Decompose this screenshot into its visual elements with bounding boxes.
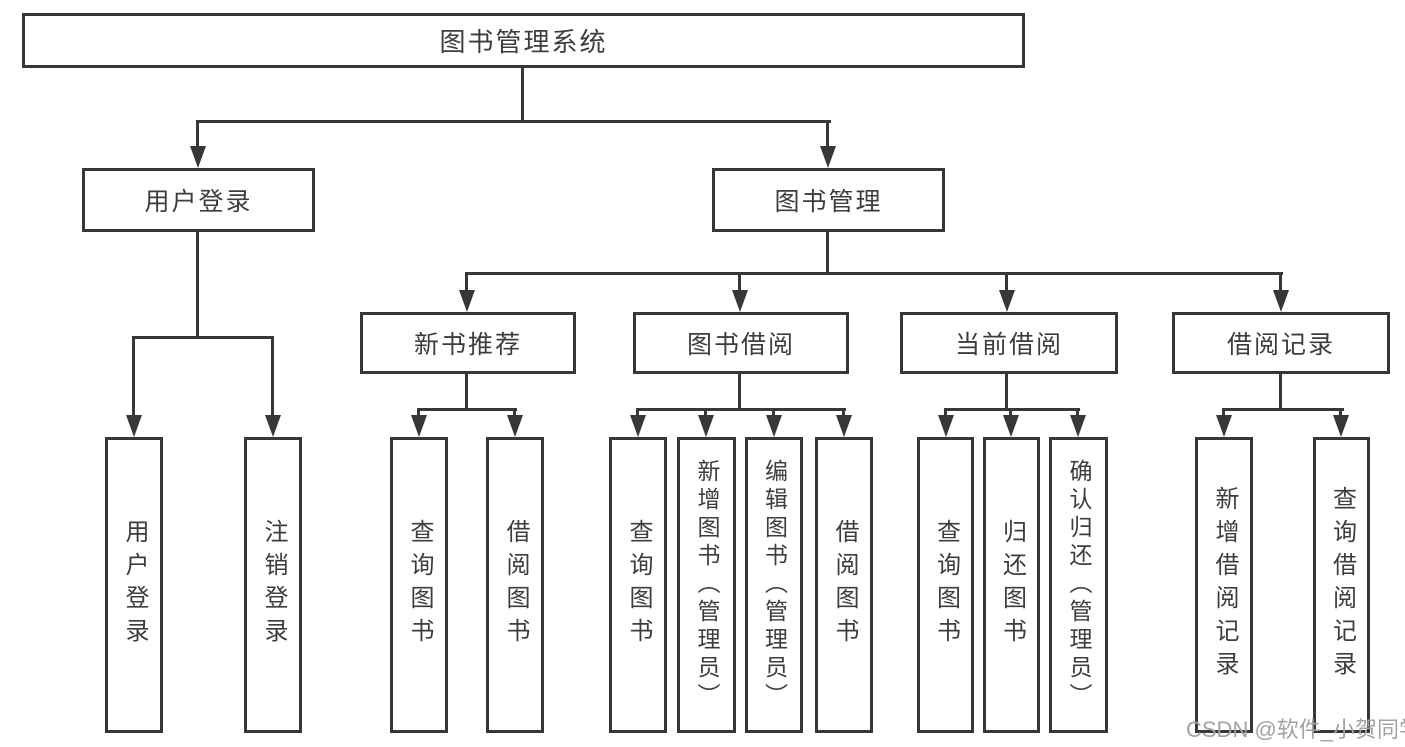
connector-line: [465, 272, 468, 294]
connector-line: [465, 272, 1283, 275]
leaf-query-books-borrowing: 查询图书: [609, 437, 667, 733]
arrow-down-icon: [1273, 290, 1289, 312]
arrow-down-icon: [938, 415, 954, 437]
leaf-label: 查询借阅记录: [1328, 486, 1356, 684]
arrow-down-icon: [1070, 415, 1086, 437]
connector-line: [842, 408, 845, 419]
leaf-query-books-new: 查询图书: [390, 437, 448, 733]
leaf-label: 查询图书: [932, 519, 960, 651]
connector-line: [944, 408, 1080, 411]
connector-line: [271, 336, 274, 419]
connector-line: [132, 336, 135, 419]
leaf-label: 注销登录: [260, 519, 287, 651]
connector-line: [772, 408, 775, 419]
connector-line: [417, 408, 517, 411]
leaf-label: 确认归还（管理员）: [1066, 459, 1092, 711]
leaf-label: 编辑图书（管理员）: [761, 459, 788, 711]
connector-line: [196, 120, 831, 123]
arrow-down-icon: [411, 415, 427, 437]
node-user-login: 用户登录: [82, 168, 315, 232]
arrow-down-icon: [126, 415, 142, 437]
leaf-label: 新增图书（管理员）: [694, 459, 720, 711]
connector-line: [826, 232, 829, 275]
node-new-book-recommendation: 新书推荐: [360, 312, 576, 374]
connector-line: [513, 408, 516, 419]
leaf-label: 借阅图书: [502, 519, 529, 651]
leaf-logout: 注销登录: [244, 437, 302, 733]
node-book-management: 图书管理: [712, 168, 945, 232]
connector-line: [944, 408, 947, 419]
connector-line: [826, 120, 829, 150]
connector-line: [738, 373, 741, 411]
leaf-query-borrow-record: 查询借阅记录: [1313, 437, 1370, 733]
connector-line: [1005, 373, 1008, 411]
connector-line: [636, 408, 846, 411]
leaf-query-books-current: 查询图书: [917, 437, 974, 733]
leaf-return-book: 归还图书: [983, 437, 1040, 733]
leaf-add-book-admin: 新增图书（管理员）: [677, 437, 736, 733]
connector-line: [1222, 408, 1225, 419]
leaf-label: 用户登录: [121, 519, 148, 651]
connector-line: [704, 408, 707, 419]
connector-line: [1339, 408, 1342, 419]
leaf-user-login: 用户登录: [105, 437, 163, 733]
arrow-down-icon: [836, 415, 852, 437]
leaf-borrow-books-borrowing: 借阅图书: [815, 437, 873, 733]
arrow-down-icon: [507, 415, 523, 437]
connector-line: [636, 408, 639, 419]
arrow-down-icon: [732, 290, 748, 312]
arrow-down-icon: [265, 415, 281, 437]
leaf-confirm-return-admin: 确认归还（管理员）: [1049, 437, 1108, 733]
connector-line: [196, 120, 199, 150]
connector-line: [1279, 373, 1282, 411]
connector-line: [132, 336, 274, 339]
arrow-down-icon: [698, 415, 714, 437]
node-library-management-system: 图书管理系统: [22, 13, 1025, 68]
leaf-borrow-books-new: 借阅图书: [486, 437, 544, 733]
arrow-down-icon: [1003, 415, 1019, 437]
leaf-label: 归还图书: [998, 519, 1026, 651]
leaf-label: 借阅图书: [831, 519, 858, 651]
arrow-down-icon: [630, 415, 646, 437]
leaf-label: 查询图书: [625, 519, 652, 651]
connector-line: [196, 232, 199, 339]
arrow-down-icon: [1216, 415, 1232, 437]
arrow-down-icon: [190, 146, 206, 168]
node-borrowing-records: 借阅记录: [1172, 312, 1390, 374]
leaf-label: 查询图书: [406, 519, 433, 651]
connector-line: [1279, 272, 1282, 294]
leaf-label: 新增借阅记录: [1211, 486, 1238, 684]
node-book-borrowing: 图书借阅: [633, 312, 849, 374]
connector-line: [1009, 408, 1012, 419]
connector-line: [417, 408, 420, 419]
connector-line: [1076, 408, 1079, 419]
arrow-down-icon: [1333, 415, 1349, 437]
arrow-down-icon: [459, 290, 475, 312]
arrow-down-icon: [999, 290, 1015, 312]
connector-line: [465, 373, 468, 411]
connector-line: [521, 68, 524, 123]
arrow-down-icon: [766, 415, 782, 437]
connector-line: [1222, 408, 1344, 411]
leaf-edit-book-admin: 编辑图书（管理员）: [745, 437, 803, 733]
leaf-add-borrow-record: 新增借阅记录: [1195, 437, 1253, 733]
connector-line: [1005, 272, 1008, 294]
arrow-down-icon: [820, 146, 836, 168]
connector-line: [738, 272, 741, 294]
node-current-borrowing: 当前借阅: [900, 312, 1118, 374]
watermark: CSDN @软件_小贺同学: [1186, 717, 1405, 742]
